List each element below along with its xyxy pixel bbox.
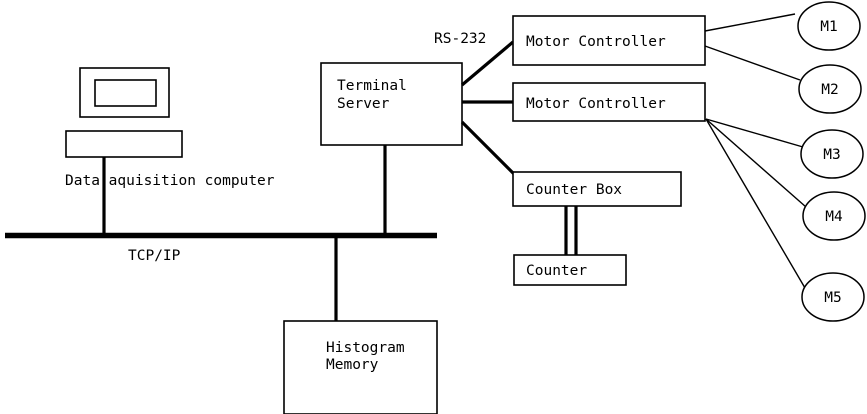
link-terminal-server-to-motor-controller-1: [460, 40, 515, 87]
m3-ellipse: [800, 129, 864, 179]
histogram-memory-box: [283, 320, 438, 414]
m1-ellipse: [797, 1, 861, 51]
counter-box-box: [512, 171, 682, 207]
motor-node-m1: M1: [797, 1, 861, 51]
motor-controller-1-box: [512, 15, 706, 66]
m5-ellipse: [801, 272, 865, 322]
link-motor-controller-2-to-m3: [705, 118, 804, 148]
terminal-server-label-line1: Terminal: [337, 78, 407, 94]
counter-box-label: Counter Box: [526, 182, 622, 198]
motor-node-m2: M2: [798, 64, 862, 114]
motor-node-m5: M5: [801, 272, 865, 322]
motor-node-m3: M3: [800, 129, 864, 179]
m3-label: M3: [823, 147, 840, 163]
m1-label: M1: [820, 19, 837, 35]
link-motor-controller-1-to-m2: [704, 45, 801, 81]
link-motor-controller-1-to-m1: [704, 13, 796, 32]
counter-label: Counter: [526, 263, 587, 279]
link-motor-controller-2-to-m5: [705, 118, 806, 289]
counter-box: [513, 254, 627, 286]
m5-label: M5: [824, 290, 841, 306]
terminal-server-box: [320, 62, 463, 146]
m4-ellipse: [802, 191, 866, 241]
rs232-label: RS-232: [434, 31, 486, 47]
m4-label: M4: [825, 209, 843, 225]
m2-ellipse: [798, 64, 862, 114]
tcpip-label: TCP/IP: [128, 248, 181, 264]
link-motor-controller-2-to-m4: [705, 118, 807, 208]
m2-label: M2: [821, 82, 838, 98]
computer-screen-outline: [94, 79, 157, 107]
histogram-memory-label-line1: Histogram: [326, 340, 405, 356]
motor-controller-2-box: [512, 82, 706, 122]
motor-node-m4: M4: [802, 191, 866, 241]
terminal-server-label-line2: Server: [337, 96, 390, 112]
motor-controller-2-label: Motor Controller: [526, 96, 666, 112]
motor-controller-1-label: Motor Controller: [526, 34, 666, 50]
link-terminal-server-to-counter-box: [460, 120, 522, 182]
histogram-memory-label-line2: Memory: [326, 357, 379, 373]
computer-base-outline: [65, 130, 183, 158]
data-acquisition-computer-label: Data aquisition computer: [65, 173, 275, 189]
